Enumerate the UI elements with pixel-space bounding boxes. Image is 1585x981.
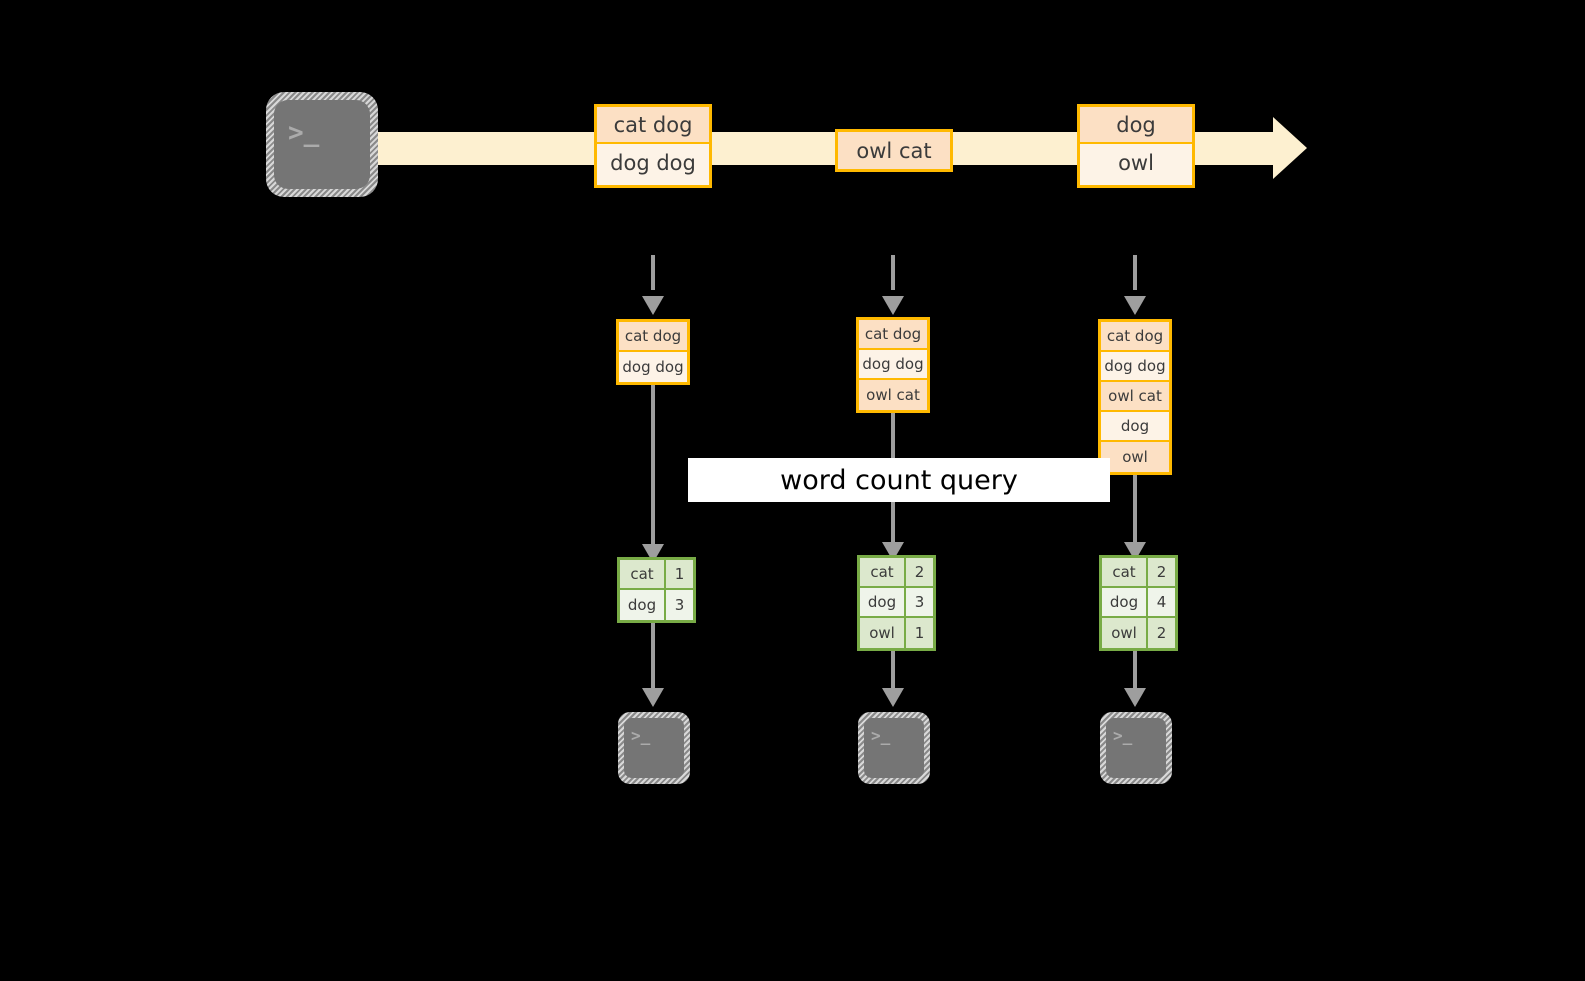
snapshot-2-stream-tap-arrowhead [882,296,904,315]
snapshot-2-input-stack[interactable]: cat dog dog dog owl cat [856,317,930,413]
snapshot-2-stream-tap-line [891,255,895,290]
result-word: dog [1102,588,1148,616]
result-word: cat [620,560,666,588]
result-count: 4 [1148,588,1175,616]
stream-record[interactable]: owl cat [838,132,950,169]
snapshot-1-input-stack[interactable]: cat dog dog dog [616,319,690,385]
snapshot-input-record[interactable]: dog dog [859,350,927,380]
result-count: 2 [906,558,933,586]
result-count: 2 [1148,618,1175,648]
table-row[interactable]: cat 1 [620,560,693,590]
stream-record[interactable]: dog [1080,107,1192,144]
table-row[interactable]: dog 3 [620,590,693,620]
snapshot-2-sink-arrowhead [882,688,904,707]
snapshot-3-query-line [1133,475,1137,547]
result-word: dog [620,590,666,620]
result-count: 3 [906,588,933,616]
snapshot-input-record[interactable]: dog dog [1101,352,1169,382]
source-terminal-prompt: >_ [288,118,320,148]
table-row[interactable]: owl 1 [860,618,933,648]
table-row[interactable]: cat 2 [860,558,933,588]
sink-terminal-prompt: >_ [1113,726,1133,745]
sink-terminal-screen [1106,718,1166,778]
result-count: 3 [666,590,693,620]
stream-group-3[interactable]: dog owl [1077,104,1195,188]
snapshot-1-sink-terminal-icon[interactable]: >_ [618,712,690,784]
result-word: dog [860,588,906,616]
stream-group-2[interactable]: owl cat [835,129,953,172]
snapshot-input-record[interactable]: owl [1101,442,1169,472]
table-row[interactable]: owl 2 [1102,618,1175,648]
snapshot-3-result-table[interactable]: cat 2 dog 4 owl 2 [1099,555,1178,651]
result-word: cat [1102,558,1148,586]
snapshot-1-stream-tap-arrowhead [642,296,664,315]
snapshot-3-sink-line [1133,651,1137,691]
snapshot-3-stream-tap-arrowhead [1124,296,1146,315]
stream-record[interactable]: dog dog [597,144,709,181]
snapshot-3-sink-arrowhead [1124,688,1146,707]
result-word: owl [860,618,906,648]
stream-arrow-head [1273,117,1307,179]
sink-terminal-prompt: >_ [631,726,651,745]
snapshot-input-record[interactable]: cat dog [1101,322,1169,352]
snapshot-1-result-table[interactable]: cat 1 dog 3 [617,557,696,623]
snapshot-input-record[interactable]: cat dog [619,322,687,352]
stream-record[interactable]: cat dog [597,107,709,144]
snapshot-input-record[interactable]: dog dog [619,352,687,382]
sink-terminal-screen [624,718,684,778]
result-count: 1 [906,618,933,648]
source-terminal-icon[interactable]: >_ [266,92,378,197]
snapshot-2-result-table[interactable]: cat 2 dog 3 owl 1 [857,555,936,651]
snapshot-3-input-stack[interactable]: cat dog dog dog owl cat dog owl [1098,319,1172,475]
snapshot-input-record[interactable]: owl cat [1101,382,1169,412]
snapshot-3-sink-terminal-icon[interactable]: >_ [1100,712,1172,784]
table-row[interactable]: dog 4 [1102,588,1175,618]
stream-record[interactable]: owl [1080,144,1192,181]
table-row[interactable]: dog 3 [860,588,933,618]
result-word: owl [1102,618,1148,648]
sink-terminal-prompt: >_ [871,726,891,745]
snapshot-1-sink-line [651,623,655,691]
result-count: 2 [1148,558,1175,586]
result-word: cat [860,558,906,586]
source-terminal-screen [274,100,370,189]
snapshot-input-record[interactable]: owl cat [859,380,927,410]
snapshot-1-stream-tap-line [651,255,655,290]
snapshot-input-record[interactable]: dog [1101,412,1169,442]
result-count: 1 [666,560,693,588]
query-label: word count query [688,458,1110,502]
sink-terminal-screen [864,718,924,778]
snapshot-1-sink-arrowhead [642,688,664,707]
snapshot-2-sink-terminal-icon[interactable]: >_ [858,712,930,784]
snapshot-input-record[interactable]: cat dog [859,320,927,350]
snapshot-1-query-line [651,385,655,549]
snapshot-3-stream-tap-line [1133,255,1137,290]
stream-group-1[interactable]: cat dog dog dog [594,104,712,188]
table-row[interactable]: cat 2 [1102,558,1175,588]
snapshot-2-sink-line [891,651,895,691]
